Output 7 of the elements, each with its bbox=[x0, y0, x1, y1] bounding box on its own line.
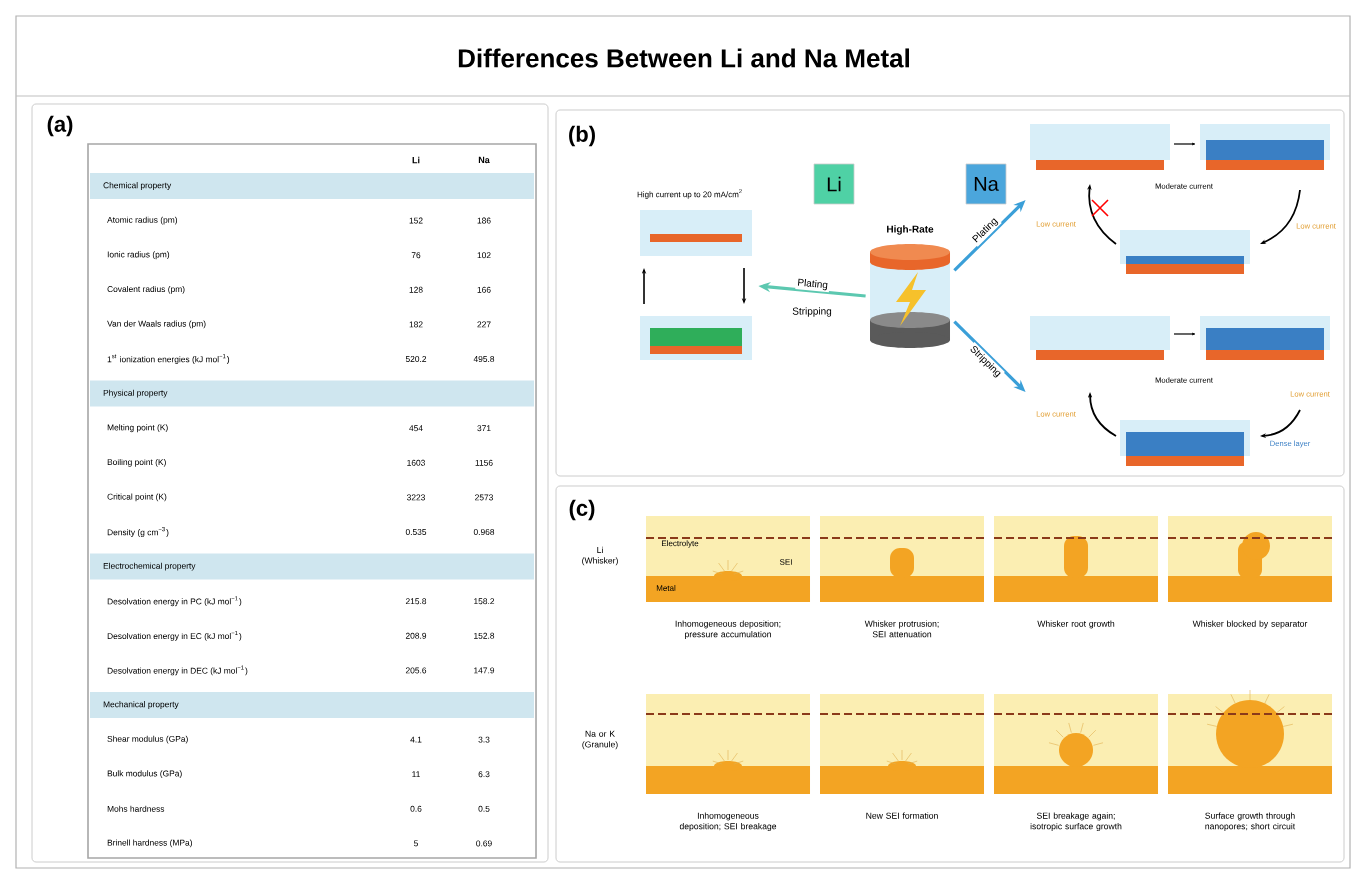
element-tile: Li bbox=[813, 163, 855, 205]
element-tile: Na bbox=[965, 163, 1007, 205]
panel-label: (c) bbox=[569, 499, 595, 521]
panel-label: (b) bbox=[569, 125, 595, 147]
stripping-drawing bbox=[1030, 316, 1330, 466]
panel-label: (a) bbox=[47, 115, 73, 137]
title: Differences Between Li and Na Metal bbox=[458, 48, 909, 68]
